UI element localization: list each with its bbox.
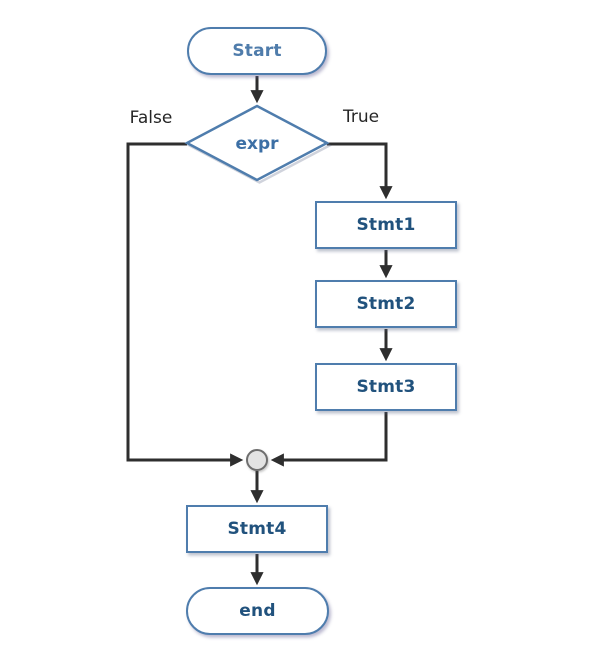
branch-label-false: False (129, 108, 173, 128)
node-expr-label: expr (235, 133, 279, 154)
node-stmt4: Stmt4 (186, 505, 328, 553)
node-stmt2-label: Stmt2 (356, 294, 416, 314)
node-end-label: end (239, 601, 276, 621)
node-start-label: Start (232, 41, 282, 61)
node-stmt4-label: Stmt4 (227, 519, 287, 539)
junction-connector-circle (246, 449, 268, 471)
node-stmt2: Stmt2 (315, 280, 457, 328)
node-stmt3-label: Stmt3 (356, 377, 416, 397)
edge-expr-true-to-stmt1 (327, 142, 393, 200)
edge-expr-false-to-junction (126, 142, 244, 467)
node-stmt1-label: Stmt1 (356, 215, 416, 235)
branch-label-true: True (342, 107, 380, 127)
edge-stmt3-to-junction (270, 412, 388, 467)
node-start: Start (187, 27, 327, 75)
node-expr: expr (187, 130, 327, 157)
node-stmt1: Stmt1 (315, 201, 457, 249)
node-end: end (186, 587, 329, 635)
decision-diamond-shape (184, 104, 330, 182)
node-stmt3: Stmt3 (315, 363, 457, 411)
